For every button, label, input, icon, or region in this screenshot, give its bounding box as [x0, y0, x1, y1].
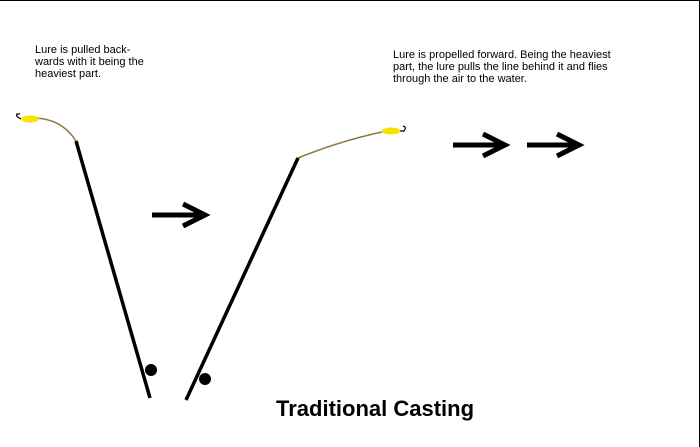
forward-rod-group: [184, 125, 406, 401]
backswing-hook: [15, 113, 22, 120]
motion-arrow-2: [453, 131, 511, 159]
motion-arrow-1: [152, 201, 211, 229]
backswing-rod-group: [15, 113, 157, 399]
motion-arrow-3: [527, 131, 585, 159]
forward-fishing-line: [297, 131, 383, 159]
forward-lure: [382, 127, 400, 135]
backswing-fishing-line: [34, 117, 77, 142]
forward-hook: [400, 125, 406, 132]
diagram-title: Traditional Casting: [276, 396, 475, 421]
forward-reel: [199, 373, 211, 385]
backswing-reel: [145, 364, 157, 376]
backswing-lure: [21, 115, 39, 123]
forward-rod: [184, 157, 300, 401]
backswing-rod: [74, 140, 152, 399]
forward-cast-caption: Lure is propelled forward. Being the hea…: [393, 49, 611, 85]
backswing-caption: Lure is pulled back-wards with it being …: [35, 44, 144, 80]
